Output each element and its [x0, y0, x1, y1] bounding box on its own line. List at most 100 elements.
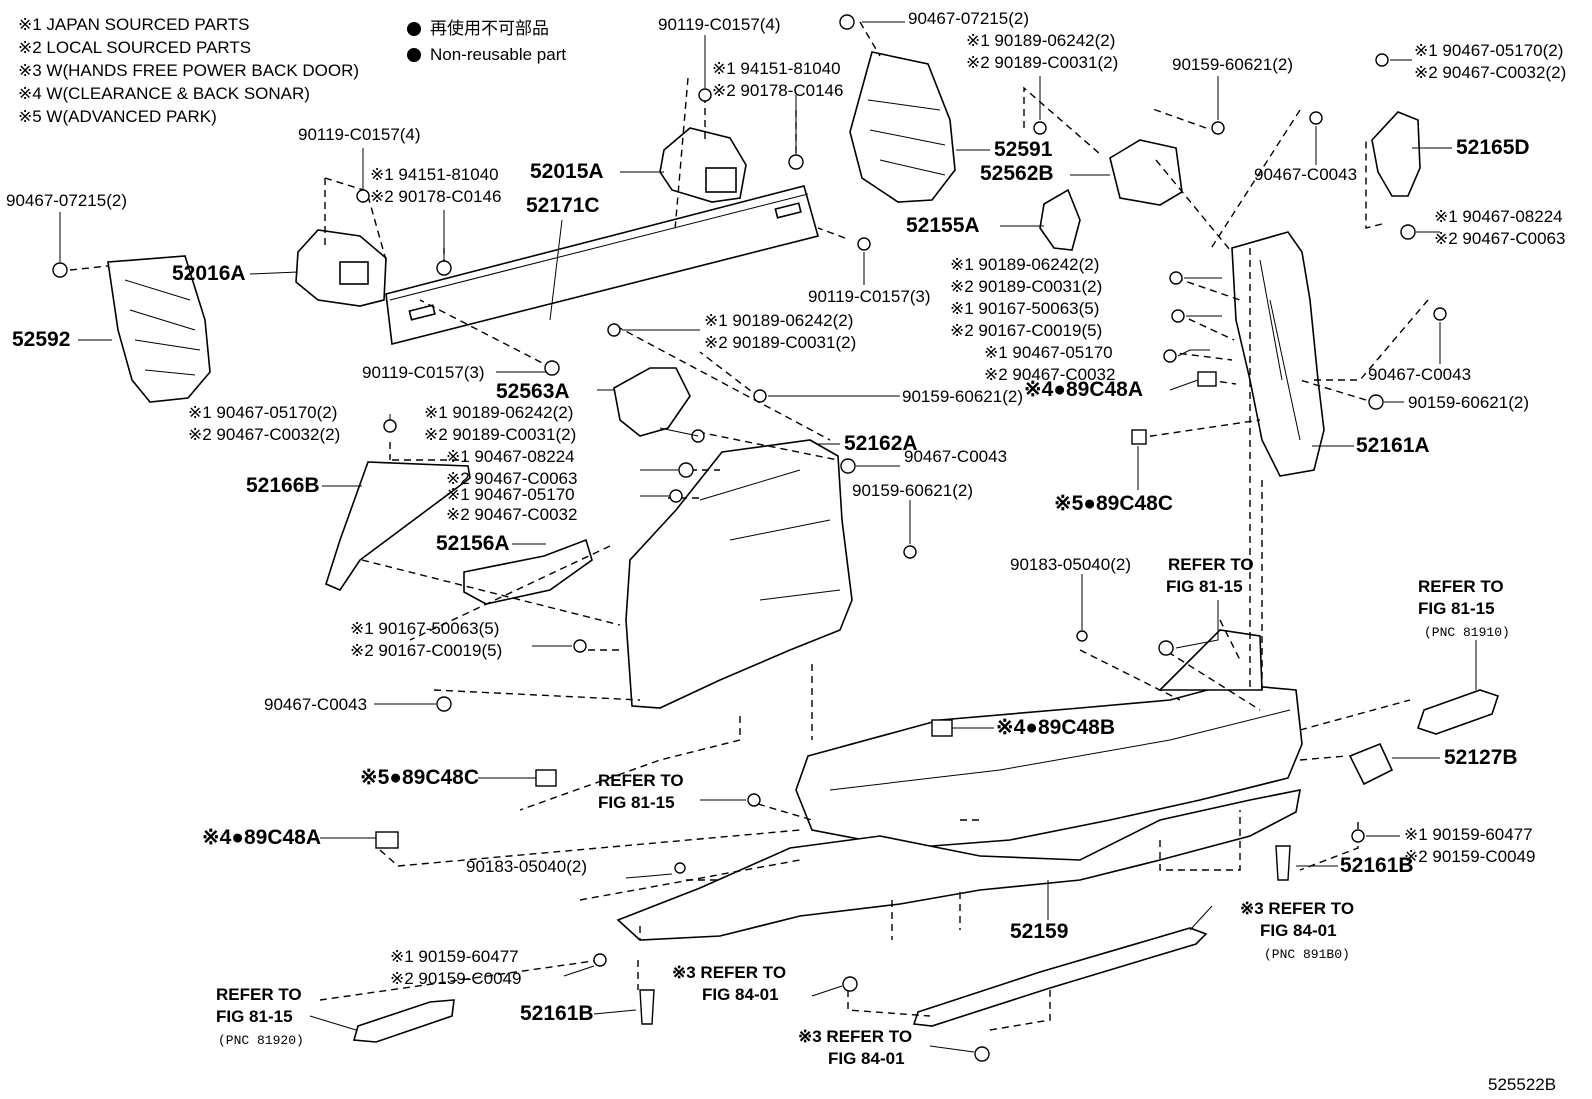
diagram-id: 525522B [1488, 1075, 1556, 1094]
label-90167-c0019-mid: ※2 90167-C0019(5) [950, 321, 1102, 340]
nut-icon [674, 862, 686, 874]
screw-icon [1158, 640, 1174, 656]
label-90183-05040-upper: 90183-05040(2) [1010, 555, 1131, 574]
label-90467-c0032-left: ※2 90467-C0032(2) [188, 425, 340, 444]
part-code-89C48C-left: ※5●89C48C [360, 766, 479, 789]
screw-icon [356, 189, 370, 203]
label-90159-c0049-left: ※2 90159-C0049 [390, 969, 521, 988]
part-52161A-shape [1231, 231, 1325, 477]
part-code-52165D: 52165D [1456, 136, 1530, 159]
label-90189-c0031-center: ※2 90189-C0031(2) [704, 333, 856, 352]
screw-icon [857, 237, 871, 251]
nut-icon [1076, 630, 1088, 642]
ref-81-15-right-line2: FIG 81-15 [1418, 599, 1495, 618]
ref-81-15-left-line1: REFER TO [216, 985, 302, 1004]
screw-icon [593, 953, 607, 967]
ref-81-15-upper-line1: REFER TO [1168, 555, 1254, 574]
ref-81-15-right-line1: REFER TO [1418, 577, 1504, 596]
bolt-icon [1169, 271, 1183, 285]
ref-81-15-mid-line2: FIG 81-15 [598, 793, 675, 812]
label-90467-05170-lower: ※1 90467-05170 [446, 485, 575, 504]
bolt-icon [607, 323, 621, 337]
part-code-52016A: 52016A [172, 262, 246, 285]
label-90159-60621-center: 90159-60621(2) [902, 387, 1023, 406]
part-code-52166B: 52166B [246, 474, 320, 497]
clip-icon [1163, 349, 1177, 363]
label-90189-06242-center: ※1 90189-06242(2) [704, 311, 853, 330]
ref-84-01-bottom-line2: FIG 84-01 [828, 1049, 905, 1068]
label-90178-c0146-left: ※2 90178-C0146 [370, 187, 501, 206]
part-code-52592: 52592 [12, 328, 70, 351]
part-shapes [107, 51, 1500, 1043]
ref-81-15-upper-line2: FIG 81-15 [1166, 577, 1243, 596]
label-90189-c0031-mid: ※2 90189-C0031(2) [950, 277, 1102, 296]
label-90467-05170-left: ※1 90467-05170(2) [188, 403, 337, 422]
screw-icon [1368, 394, 1384, 410]
nonreusable-label-en: Non-reusable part [430, 45, 566, 64]
part-52592-shape [107, 255, 211, 403]
label-94151-81040-top: ※1 94151-81040 [712, 59, 841, 78]
screw-icon [573, 639, 587, 653]
label-90467-07215-top: 90467-07215(2) [908, 9, 1029, 28]
sensor-icon [535, 769, 557, 787]
screw-icon [544, 360, 560, 376]
label-90119-c0157-4-left: 90119-C0157(4) [298, 125, 421, 144]
screw-icon [1211, 121, 1225, 135]
ref-84-01-mid-line1: ※3 REFER TO [672, 963, 786, 982]
part-number-labels: 90119-C0157(4) 90467-07215(2) ※1 94151-8… [6, 9, 1566, 988]
part-upper-panel-shape [1158, 629, 1263, 691]
part-52171C-shape [385, 185, 819, 345]
clip-icon [974, 1046, 990, 1062]
part-891B0-shape [912, 927, 1208, 1027]
label-90467-c0032-topright: ※2 90467-C0032(2) [1414, 63, 1566, 82]
nut-icon [1400, 224, 1416, 240]
clip-icon [436, 696, 452, 712]
label-90467-c0043-center: 90467-C0043 [904, 447, 1007, 466]
part-52563A-shape [613, 367, 691, 437]
legend-item-3: ※3 W(HANDS FREE POWER BACK DOOR) [18, 61, 359, 80]
part-52155A-shape [1039, 188, 1081, 251]
part-code-52161B-right: 52161B [1340, 854, 1414, 877]
part-code-52015A: 52015A [530, 160, 604, 183]
label-90467-c0043-top: 90467-C0043 [1254, 165, 1357, 184]
screw-icon [1351, 829, 1365, 843]
leader-lines [59, 21, 1477, 1053]
nonreusable-dot-icon [407, 22, 421, 36]
part-52127B-shape [1348, 742, 1394, 786]
label-90467-05170-mid: ※1 90467-05170 [984, 343, 1113, 362]
legend-item-1: ※1 JAPAN SOURCED PARTS [18, 15, 250, 34]
part-reflector-right-shape [1416, 689, 1500, 735]
screw-icon [747, 793, 761, 807]
label-90167-50063-mid: ※1 90167-50063(5) [950, 299, 1099, 318]
label-90159-60621-right: 90159-60621(2) [1408, 393, 1529, 412]
label-90159-60477-left: ※1 90159-60477 [390, 947, 519, 966]
part-code-52171C: 52171C [526, 194, 600, 217]
push-rivet-icon [639, 989, 655, 1025]
part-code-52161B-left: 52161B [520, 1002, 594, 1025]
reference-callouts: REFER TO FIG 81-15 REFER TO FIG 81-15 (P… [216, 555, 1510, 1068]
ref-84-01-right-line1: ※3 REFER TO [1240, 899, 1354, 918]
ref-84-01-bottom-line1: ※3 REFER TO [798, 1027, 912, 1046]
screw-icon [1171, 309, 1185, 323]
label-90167-50063-lower: ※1 90167-50063(5) [350, 619, 499, 638]
part-52165D-shape [1371, 111, 1421, 197]
label-90159-60621-top: 90159-60621(2) [1172, 55, 1293, 74]
ref-pnc-81910: (PNC 81910) [1424, 625, 1510, 640]
clip-icon [1375, 53, 1389, 67]
clip-icon [52, 262, 68, 278]
nut-icon [436, 260, 452, 276]
label-90467-c0063-right: ※2 90467-C0063 [1434, 229, 1565, 248]
push-rivet-icon [1275, 845, 1291, 881]
part-code-89C48A-right: ※4●89C48A [1024, 378, 1143, 401]
screw-icon [698, 88, 712, 102]
part-code-52562B: 52562B [980, 162, 1054, 185]
nut-icon [678, 462, 694, 478]
clip-icon [839, 14, 855, 30]
part-code-89C48C-right: ※5●89C48C [1054, 492, 1173, 515]
ref-81-15-mid-line1: REFER TO [598, 771, 684, 790]
bolt-icon [1033, 121, 1047, 135]
label-90189-c0031-top: ※2 90189-C0031(2) [966, 53, 1118, 72]
part-52156A-shape [463, 538, 593, 605]
part-52562B-shape [1109, 139, 1183, 206]
label-90119-c0157-3-left: 90119-C0157(3) [362, 363, 485, 382]
